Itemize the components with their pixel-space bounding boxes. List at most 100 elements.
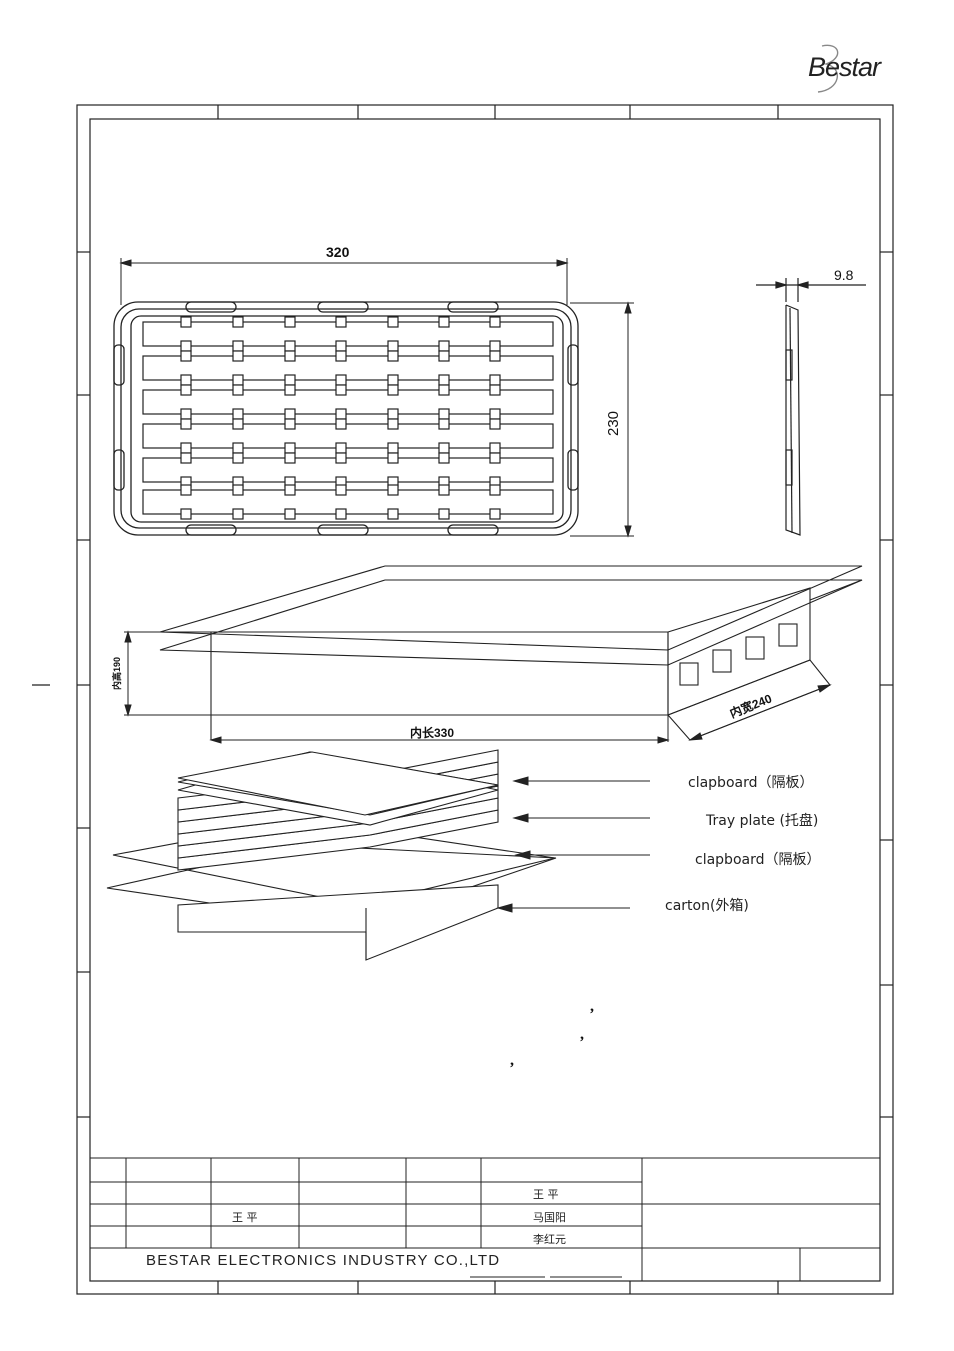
tray-pocket-tab [387,340,399,352]
label-tray-plate: Tray plate (托盘) [706,813,819,829]
tray-pocket-tab [387,452,399,464]
tray-pocket-tab [232,442,244,454]
tray-pocket-tab [180,418,192,430]
dim-width-text: 320 [326,244,350,260]
tray-pocket-tab [284,442,296,454]
tray-pocket-tab [284,408,296,420]
tray-pocket-tab [387,350,399,362]
tray-pocket-tab [284,508,296,520]
tray-pocket-tab [284,350,296,362]
tray-pocket-tab [489,508,501,520]
tray-pocket-tab [232,418,244,430]
carton-dims [124,630,832,744]
tray-pocket-tab [232,408,244,420]
tray-pocket-tab [438,418,450,430]
designer-name: 王 平 [232,1211,258,1224]
tray-pocket-tab [489,418,501,430]
tray-pocket-tab [387,374,399,386]
tray-pockets [142,316,554,520]
checker-name: 马国阳 [533,1211,566,1224]
tray-pocket-tab [284,316,296,328]
tray-pocket-tab [335,384,347,396]
company-name: BESTAR ELECTRONICS INDUSTRY CO.,LTD [146,1252,501,1269]
tray-pocket-tab [387,442,399,454]
approver-name: 王 平 [533,1188,559,1201]
tray-pocket-tab [232,452,244,464]
tray-pocket-row [142,389,554,415]
tray-side-view [756,278,866,536]
tray-pocket-tab [232,316,244,328]
tray-pocket-tab [180,374,192,386]
dim-height-line [570,301,634,538]
dim-thickness-text: 9.8 [834,267,854,283]
bestar-logo: Bestar [800,40,900,96]
tray-pocket-tab [438,408,450,420]
tray-pocket-tab [335,508,347,520]
tray-pocket-row [142,423,554,449]
tray-pocket-tab [284,384,296,396]
tray-pocket-tab [284,374,296,386]
tray-pocket-tab [438,384,450,396]
tray-pocket-tab [232,340,244,352]
outer-frame [76,104,894,1295]
tray-pocket-tab [232,508,244,520]
tray-pocket-row [142,321,554,347]
tray-pocket-tab [180,340,192,352]
tray-pocket-tab [489,350,501,362]
tray-pocket-tab [335,408,347,420]
dim-height-text: 230 [605,410,622,436]
note-mark-2: , [580,1026,584,1043]
tray-pocket-tab [387,484,399,496]
tray-pocket-tab [335,418,347,430]
tray-pocket-tab [335,452,347,464]
tray-pocket-tab [489,316,501,328]
tray-pocket-tab [284,452,296,464]
tray-pocket-tab [438,340,450,352]
tray-pocket-tab [387,418,399,430]
tray-pocket-tab [335,374,347,386]
tray-pocket-tab [387,384,399,396]
tray-pocket-tab [232,350,244,362]
tray-pocket-tab [438,484,450,496]
carton-box [159,565,863,741]
tray-top-view [113,301,579,536]
tray-pocket-tab [180,484,192,496]
carton-length-text: 内长330 [410,726,455,740]
tray-pocket-tab [335,340,347,352]
note-mark-1: , [590,998,594,1015]
tray-pocket-tab [489,484,501,496]
stack-view [106,749,557,961]
tray-pocket-tab [335,442,347,454]
tray-pocket-tab [180,316,192,328]
tray-pocket-tab [438,350,450,362]
tray-pocket-tab [180,350,192,362]
tray-pocket-tab [180,408,192,420]
tray-pocket-tab [438,316,450,328]
tray-pocket-tab [387,408,399,420]
tray-pocket-row [142,457,554,483]
title-block [90,1157,880,1281]
tray-pocket-tab [180,384,192,396]
tray-pocket-tab [438,508,450,520]
tray-pocket-tab [438,452,450,464]
stack-arrows [496,776,650,913]
tray-pocket-tab [489,442,501,454]
note-mark-3: , [510,1052,514,1069]
tray-pocket-tab [489,384,501,396]
tray-pocket-tab [438,442,450,454]
tray-pocket-tab [335,350,347,362]
logo-text: Bestar [808,52,881,82]
label-clapboard-bottom: clapboard（隔板） [695,852,821,868]
tray-pocket-row [142,489,554,515]
tray-pocket-tab [180,452,192,464]
logo-swirl-icon [817,44,839,93]
tray-pocket-row [142,355,554,381]
tray-pocket-tab [489,340,501,352]
tray-pocket-tab [284,340,296,352]
tray-pocket-tab [489,374,501,386]
dim-width-line [119,258,569,305]
tray-pocket-tab [387,316,399,328]
tray-pocket-tab [387,508,399,520]
tray-pocket-tab [232,384,244,396]
